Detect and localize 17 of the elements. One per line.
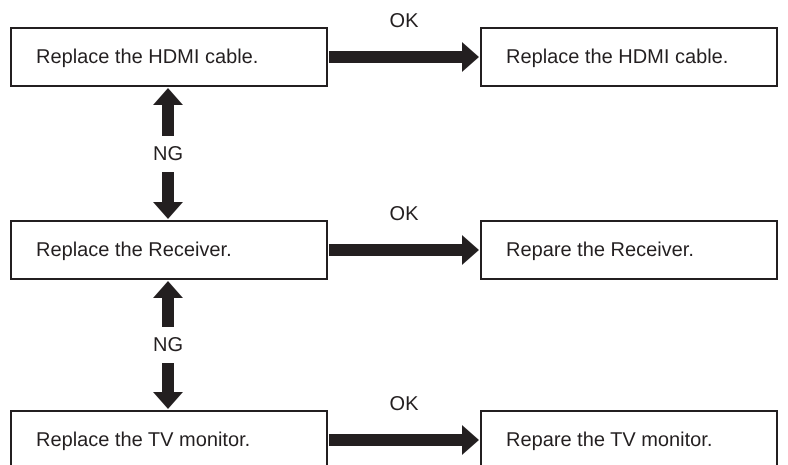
process-box: [480, 220, 778, 280]
process-box: [10, 410, 328, 465]
block-arrow: [329, 235, 479, 265]
process-box: [480, 410, 778, 465]
box-text: Replace the Receiver.: [36, 238, 232, 262]
box-text: Replace the HDMI cable.: [506, 46, 728, 68]
box-text: Repare the TV monitor.: [506, 428, 712, 452]
block-arrow: [329, 425, 479, 455]
block-arrow: [153, 88, 183, 219]
process-box: [10, 27, 328, 87]
box-text: Replace the TV monitor.: [36, 428, 250, 452]
block-arrow: [329, 42, 479, 72]
process-box: [10, 220, 328, 280]
box-text: Repare the Receiver.: [506, 238, 694, 262]
box-text: Replace the HDMI cable.: [36, 46, 258, 68]
block-arrow: [153, 281, 183, 409]
process-box: [480, 27, 778, 87]
